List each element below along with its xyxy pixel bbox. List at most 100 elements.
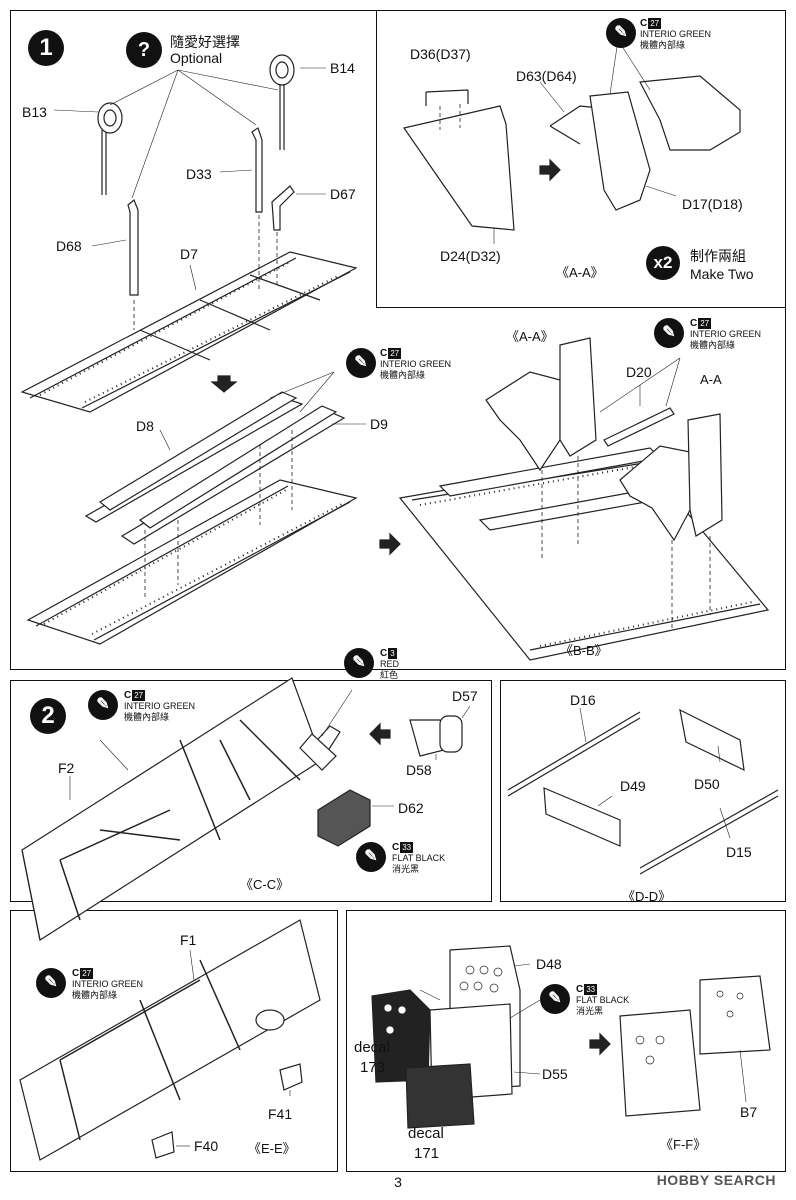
paint-cn-black: 消光黑 [392,864,420,874]
paint-en-red: RED [380,659,400,669]
part-d16: D16 [570,692,596,708]
part-d48: D48 [536,956,562,972]
paint-cn-ff: 消光黑 [576,1006,604,1016]
paint-brush-icon-ff: ✎ [540,984,570,1014]
step-number-1: 1 [28,30,64,66]
make-two-badge: x2 [646,246,680,280]
paint-en-s2g: INTERIO GREEN [124,701,196,711]
paint-num-black: 33 [400,842,414,853]
section-dd-label: 《D-D》 [622,889,672,904]
paint-cn-ee: 機體內部綠 [72,990,118,1000]
paint-en: INTERIO GREEN [380,359,452,369]
part-d15: D15 [726,844,752,860]
paint-num-bb: 27 [698,318,712,329]
part-d62: D62 [398,800,424,816]
dd-box [500,680,786,902]
section-cc-label: 《C-C》 [240,877,290,892]
part-d24: D24(D32) [440,248,501,264]
section-ff-label: 《F-F》 [660,1137,707,1152]
paint-en-black: FLAT BLACK [392,853,446,863]
step2-frame [10,680,492,902]
part-f41: F41 [268,1106,293,1122]
part-f2: F2 [58,760,75,776]
part-d49: D49 [620,778,646,794]
part-d8: D8 [136,418,154,434]
paint-num-s2g: 27 [132,690,146,701]
part-d20: D20 [626,364,652,380]
paint-code-s2g: C [124,690,132,701]
paint-brush-icon: ✎ [346,348,376,378]
decal-173-label: decal [354,1039,390,1056]
part-b7: B7 [740,1104,758,1120]
make-two-cn: 制作兩組 [690,248,746,264]
part-b13: B13 [22,104,47,120]
paint-brush-icon-bb: ✎ [654,318,684,348]
paint-cn-red: 紅色 [380,670,399,680]
paint-cn-s2g: 機體內部綠 [124,712,170,722]
part-d17: D17(D18) [682,196,743,212]
paint-code-red: C [380,648,388,659]
paint-en-bb: INTERIO GREEN [690,329,762,339]
paint-brush-icon-s2: ✎ [88,690,118,720]
paint-brush-icon-black: ✎ [356,842,386,872]
paint-en-ee: INTERIO GREEN [72,979,144,989]
paint-code-black: C [392,842,400,853]
step1-border [10,10,786,670]
paint-brush-icon-red: ✎ [344,648,374,678]
part-d63: D63(D64) [516,68,577,84]
section-aa-label: 《A-A》 [556,265,604,280]
page-number: 3 [394,1174,402,1190]
part-d58: D58 [406,762,432,778]
decal-171-num: 171 [414,1145,440,1162]
part-f1: F1 [180,932,197,948]
paint-num-ee: 27 [80,968,94,979]
section-aa-left: 《A-A》 [506,329,554,344]
paint-cn: 機體內部綠 [380,370,426,380]
ee-box [10,910,338,1172]
paint-num: 27 [388,348,402,359]
decal-173-num: 173 [360,1059,386,1076]
part-d7: D7 [180,246,198,262]
paint-brush-icon-aa: ✎ [606,18,636,48]
part-d33: D33 [186,166,212,182]
paint-num-red: 3 [388,648,397,659]
paint-en-ff: FLAT BLACK [576,995,630,1005]
ff-box [346,910,786,1172]
paint-code: C [380,348,388,359]
section-bb-label: 《B-B》 [560,643,608,658]
optional-cn: 隨愛好選擇 [170,34,240,50]
part-d9: D9 [370,416,388,432]
paint-code-ff: C [576,984,584,995]
part-d36: D36(D37) [410,46,471,62]
paint-num-aa: 27 [648,18,662,29]
optional-icon: ? [126,32,162,68]
paint-brush-icon-ee: ✎ [36,968,66,998]
part-d68: D68 [56,238,82,254]
section-ee-label: 《E-E》 [248,1141,296,1156]
make-two-en: Make Two [690,266,754,282]
paint-code-aa: C [640,18,648,29]
part-b14: B14 [330,60,355,76]
part-f40: F40 [194,1138,219,1154]
part-d55: D55 [542,1066,568,1082]
paint-code-ee: C [72,968,80,979]
part-d50: D50 [694,776,720,792]
paint-code-bb: C [690,318,698,329]
optional-en: Optional [170,50,223,66]
paint-num-ff: 33 [584,984,598,995]
part-d67: D67 [330,186,356,202]
step-number-2: 2 [30,698,66,734]
paint-cn-aa: 機體內部綠 [640,40,686,50]
part-d57: D57 [452,688,478,704]
watermark: HOBBY SEARCH [656,1172,776,1188]
paint-en-aa: INTERIO GREEN [640,29,712,39]
